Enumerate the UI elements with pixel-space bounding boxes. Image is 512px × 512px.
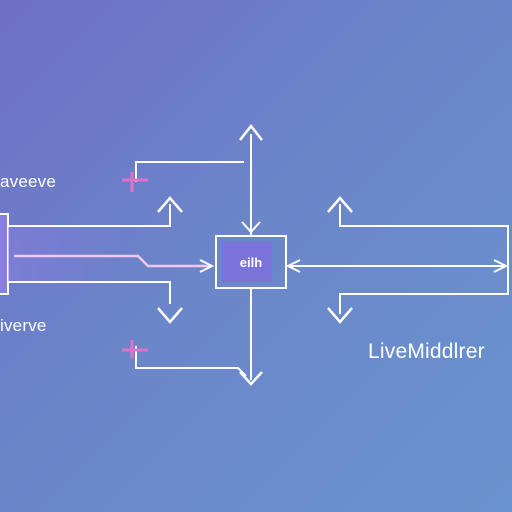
left-block xyxy=(0,213,9,295)
routing-line-top xyxy=(135,161,244,182)
right-bracket-top xyxy=(339,204,509,314)
arrow-up-icon xyxy=(327,196,353,213)
arrow-right-icon xyxy=(199,259,215,273)
routing-line-bottom xyxy=(135,346,247,377)
left-bracket-bottom xyxy=(8,281,171,304)
arrow-left-icon xyxy=(285,259,301,273)
label-bottom-left: iverve xyxy=(0,316,47,335)
plus-marker-icon xyxy=(122,172,148,192)
left-block-glow xyxy=(8,226,128,282)
plus-marker-icon xyxy=(122,340,148,358)
label-right: LiveMiddlrer xyxy=(368,340,485,363)
left-bracket-top xyxy=(8,204,171,227)
arrow-up-icon xyxy=(239,123,263,141)
connector-line-pink xyxy=(14,254,212,268)
label-top-left: aveeve xyxy=(0,172,57,191)
arrow-down-icon xyxy=(241,221,261,234)
hub-box-inner xyxy=(222,242,272,282)
arrow-down-icon xyxy=(157,307,183,324)
arrow-right-icon xyxy=(493,259,509,273)
arrow-down-icon xyxy=(239,371,263,386)
hub-label: eilh xyxy=(239,254,263,270)
arrow-down-icon xyxy=(327,307,353,324)
arrow-up-icon xyxy=(157,196,183,213)
